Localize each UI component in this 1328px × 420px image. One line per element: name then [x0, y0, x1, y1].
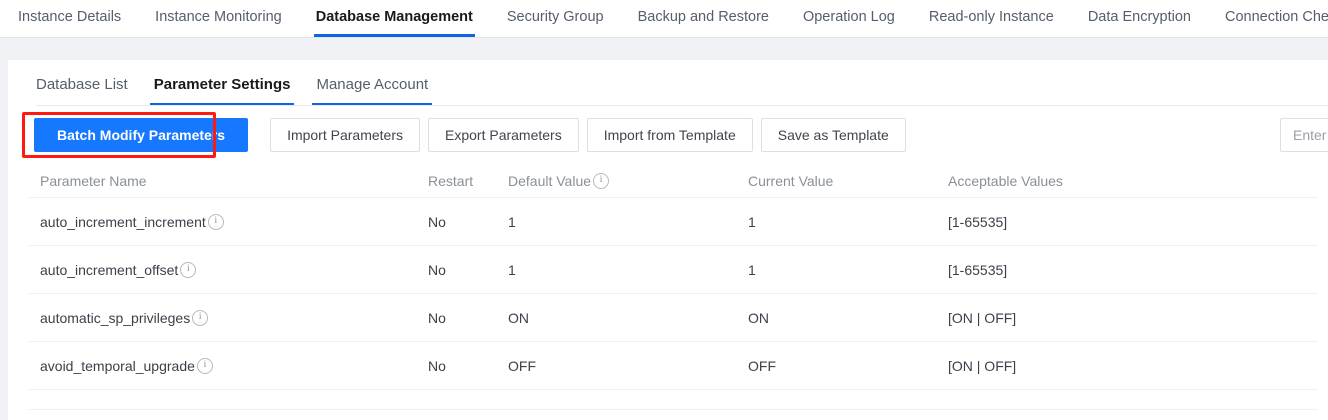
cell-current-value: ON	[748, 309, 769, 326]
column-header-label: Current Value	[748, 172, 834, 189]
cell-restart: No	[428, 261, 446, 278]
nav-item-backup-and-restore[interactable]: Backup and Restore	[637, 9, 769, 25]
tabs-divider	[36, 105, 1328, 106]
toolbar: Batch Modify Parameters Import Parameter…	[8, 106, 1328, 164]
column-header-parameter-name: Parameter Name	[28, 173, 428, 189]
export-parameters-button[interactable]: Export Parameters	[428, 118, 579, 152]
content-card: Database List Parameter Settings Manage Ac…	[8, 60, 1328, 420]
cell-default-value: ON	[508, 309, 529, 326]
info-icon[interactable]: i	[207, 213, 224, 230]
cell-restart: No	[428, 309, 446, 326]
column-header-label: Parameter Name	[40, 172, 147, 189]
info-icon[interactable]: i	[593, 172, 610, 189]
primary-navigation: Instance Details Instance Monitoring Datab…	[0, 0, 1328, 38]
info-icon[interactable]: i	[196, 357, 213, 374]
batch-modify-parameters-button[interactable]: Batch Modify Parameters	[34, 118, 249, 152]
nav-item-operation-log[interactable]: Operation Log	[802, 9, 895, 25]
import-parameters-button[interactable]: Import Parameters	[270, 118, 420, 152]
cell-acceptable-values: [1-65535]	[948, 213, 1008, 230]
table-row-partial	[28, 390, 1318, 410]
cell-default-value: OFF	[508, 357, 536, 374]
parameter-name-label: auto_increment_offset	[40, 261, 179, 278]
parameter-name-label: auto_increment_increment	[40, 213, 206, 230]
column-header-acceptable-values: Acceptable Values	[948, 173, 1248, 189]
tab-manage-account[interactable]: Manage Account	[312, 60, 432, 106]
cell-current-value: 1	[748, 213, 756, 230]
column-header-restart: Restart	[428, 173, 508, 189]
column-header-current-value: Current Value	[748, 173, 948, 189]
nav-item-database-management[interactable]: Database Management	[313, 0, 476, 37]
parameter-name-label: avoid_temporal_upgrade	[40, 357, 195, 374]
nav-item-connection-check[interactable]: Connection Check	[1224, 9, 1328, 25]
tab-database-list[interactable]: Database List	[36, 76, 128, 93]
cell-current-value: 1	[748, 261, 756, 278]
nav-item-instance-monitoring[interactable]: Instance Monitoring	[155, 9, 282, 25]
nav-item-security-group[interactable]: Security Group	[506, 9, 604, 25]
cell-acceptable-values: [ON | OFF]	[948, 309, 1017, 326]
cell-restart: No	[428, 213, 446, 230]
nav-item-instance-details[interactable]: Instance Details	[18, 9, 122, 25]
cell-current-value: OFF	[748, 357, 776, 374]
save-as-template-button[interactable]: Save as Template	[760, 118, 906, 152]
tab-parameter-settings[interactable]: Parameter Settings	[149, 60, 295, 106]
info-icon[interactable]: i	[192, 309, 209, 326]
parameter-name-label: automatic_sp_privileges	[40, 309, 191, 326]
column-header-label: Default Value	[508, 172, 592, 189]
import-from-template-button[interactable]: Import from Template	[586, 118, 753, 152]
nav-content-divider	[0, 38, 1328, 60]
cell-default-value: 1	[508, 261, 516, 278]
cell-default-value: 1	[508, 213, 516, 230]
column-header-label: Restart	[428, 172, 474, 189]
nav-item-data-encryption[interactable]: Data Encryption	[1087, 9, 1191, 25]
secondary-tabs: Database List Parameter Settings Manage Ac…	[8, 60, 1328, 106]
search-parameter-box[interactable]	[1280, 118, 1328, 152]
cell-acceptable-values: [1-65535]	[948, 261, 1008, 278]
cell-acceptable-values: [ON | OFF]	[948, 357, 1017, 374]
column-header-label: Acceptable Values	[948, 172, 1063, 189]
cell-restart: No	[428, 357, 446, 374]
info-icon[interactable]: i	[180, 261, 197, 278]
nav-item-read-only-instance[interactable]: Read-only Instance	[928, 9, 1054, 25]
search-input[interactable]	[1291, 126, 1328, 144]
